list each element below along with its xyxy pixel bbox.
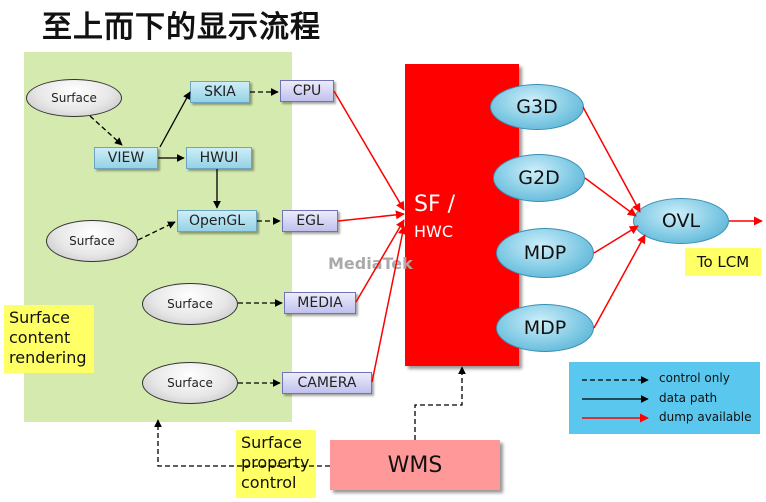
- skia-node[interactable]: SKIA: [190, 81, 250, 103]
- arrow-media-sf: [355, 219, 405, 303]
- arrow-cpu-sf: [333, 90, 405, 211]
- media-node[interactable]: MEDIA: [284, 292, 356, 314]
- to-lcm-label: To LCM: [685, 248, 761, 276]
- arrow-mdp2-ovl: [593, 234, 646, 329]
- arrow-surface2-opengl: [137, 221, 176, 241]
- surface-property-line-3: control: [241, 473, 297, 492]
- hwui-node[interactable]: HWUI: [186, 147, 252, 169]
- surface-content-line-3: rendering: [9, 348, 87, 367]
- surface-property-line-2: property: [241, 453, 310, 472]
- egl-node[interactable]: EGL: [282, 210, 338, 232]
- arrow-mdp1-ovl: [593, 225, 639, 254]
- surface-node-1[interactable]: Surface: [26, 79, 122, 117]
- arrow-view-skia: [159, 91, 191, 148]
- arrow-egl-sf: [337, 210, 405, 222]
- ovl-node[interactable]: OVL: [633, 198, 729, 244]
- legend-dump-available: dump available: [659, 410, 752, 424]
- mdp-node-1[interactable]: MDP: [496, 228, 594, 278]
- surface-content-label: Surface content rendering: [4, 305, 94, 373]
- opengl-node[interactable]: OpenGL: [177, 210, 257, 232]
- arrow-camera-sf: [371, 225, 407, 383]
- g2d-node[interactable]: G2D: [493, 154, 585, 202]
- wms-node[interactable]: WMS: [330, 440, 500, 490]
- arrow-g2d-ovl: [584, 177, 637, 217]
- legend-control-only: control only: [659, 371, 730, 385]
- view-node[interactable]: VIEW: [94, 147, 158, 169]
- arrow-wms-sf: [414, 366, 466, 440]
- g3d-node[interactable]: G3D: [490, 84, 584, 130]
- cpu-node[interactable]: CPU: [280, 80, 334, 102]
- mdp-node-2[interactable]: MDP: [496, 304, 594, 352]
- surface-node-2[interactable]: Surface: [46, 220, 138, 262]
- surface-node-4[interactable]: Surface: [142, 362, 238, 404]
- surface-content-line-1: Surface: [9, 308, 70, 327]
- legend-data-path: data path: [659, 391, 718, 405]
- arrow-g3d-ovl: [582, 106, 641, 213]
- sf-label: SF /: [414, 192, 456, 217]
- surface-property-label: Surface property control: [236, 430, 316, 498]
- surface-node-3[interactable]: Surface: [142, 283, 238, 325]
- camera-node[interactable]: CAMERA: [282, 372, 372, 394]
- arrow-wms-surface: [154, 419, 330, 467]
- surface-content-line-2: content: [9, 328, 71, 347]
- arrow-surface1-view: [89, 115, 123, 146]
- page-title: 至上而下的显示流程: [42, 10, 321, 45]
- legend: control only data path dump available: [569, 362, 760, 434]
- mediatek-watermark: MediaTek: [328, 254, 413, 273]
- surface-property-line-1: Surface: [241, 433, 302, 452]
- hwc-label: HWC: [414, 222, 454, 241]
